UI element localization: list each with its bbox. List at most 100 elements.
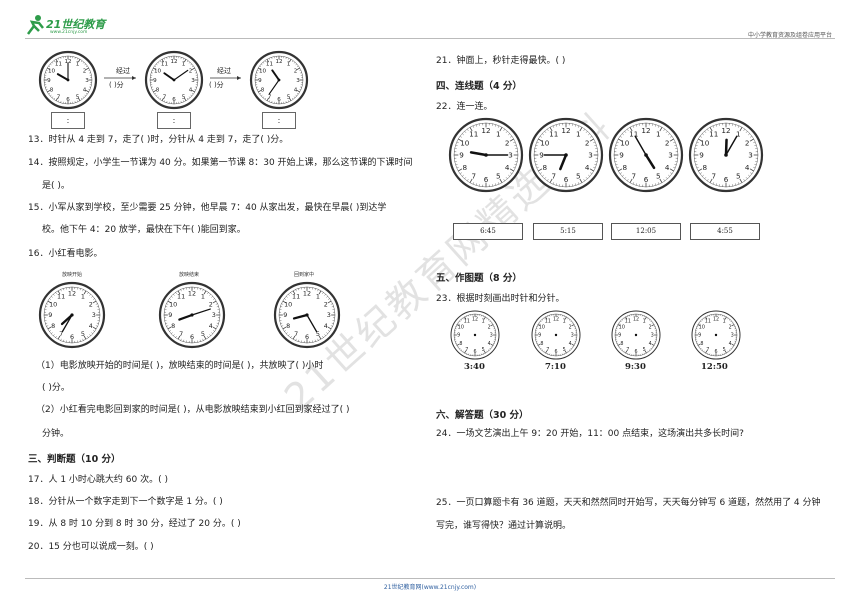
clock-tick <box>84 94 86 97</box>
q23-label-3: 9:30 <box>625 362 646 372</box>
clock-tick <box>165 306 168 308</box>
clock-tick <box>291 60 294 63</box>
clock-tick <box>271 101 273 103</box>
clock-tick <box>707 315 709 318</box>
clock-tick <box>261 63 263 66</box>
clock-tick <box>190 94 192 97</box>
clock-tick <box>651 322 654 324</box>
answer-box-2[interactable]: : <box>157 112 191 129</box>
q22-time-box-1[interactable]: 6:45 <box>453 223 523 240</box>
clock-tick <box>45 322 48 324</box>
clock-tick <box>617 324 621 327</box>
q17: 17．人 1 小时心跳大约 60 次。( ) <box>28 475 168 485</box>
clock-tick <box>286 332 288 334</box>
clock-numeral: 1 <box>643 319 646 325</box>
clock-tick <box>621 349 624 351</box>
clock-numeral: 4 <box>89 322 93 330</box>
q22: 22．连一连。 <box>436 102 493 112</box>
clock-numeral: 3 <box>748 151 753 160</box>
clock-tick <box>47 326 52 330</box>
clock-tick <box>653 326 656 328</box>
clock-tick <box>657 125 660 128</box>
answer-box-3[interactable]: : <box>262 112 296 129</box>
clock-tick <box>317 289 319 292</box>
clock-numeral: 1 <box>287 61 291 67</box>
clock-center <box>277 78 281 82</box>
clock-tick <box>698 168 703 172</box>
hour-hand <box>292 313 309 320</box>
clock-tick <box>207 335 209 338</box>
clock-tick <box>57 335 61 340</box>
clock-tick <box>288 334 290 336</box>
clock-tick <box>624 177 627 179</box>
clock-tick <box>169 330 172 332</box>
clock-tick <box>715 124 717 127</box>
answer-box-1[interactable]: : <box>51 112 85 129</box>
clock-tick <box>51 332 53 334</box>
clock-tick <box>299 88 302 90</box>
q22-time-box-2[interactable]: 5:15 <box>533 223 603 240</box>
q25b: 写完，谁写得快？通过计算说明。 <box>436 521 572 531</box>
clock-numeral: 3 <box>668 151 673 160</box>
clock-tick <box>194 88 197 90</box>
clock-tick <box>89 86 91 88</box>
q22-time-box-4[interactable]: 4:55 <box>690 223 760 240</box>
clock-tick <box>466 352 468 355</box>
clock-numeral: 1 <box>563 319 566 325</box>
clock-tick <box>295 94 297 97</box>
clock-tick <box>575 183 577 186</box>
clock-tick <box>745 177 748 179</box>
clock-numeral: 6 <box>70 333 74 341</box>
clock-tick <box>618 138 623 142</box>
clock-tick <box>564 316 567 320</box>
clock-tick <box>282 300 287 304</box>
clock-tick <box>487 349 490 351</box>
clock-numeral: 11 <box>177 292 185 300</box>
clock-tick <box>733 326 736 328</box>
hour-hand <box>271 69 280 81</box>
clock-numeral: 7 <box>706 347 709 353</box>
clock-tick <box>287 100 289 103</box>
clock-tick <box>80 97 83 100</box>
clock-tick <box>53 97 56 100</box>
clock-tick <box>322 335 324 338</box>
clock-tick <box>96 306 99 308</box>
clock-tick <box>619 172 622 174</box>
clock-tick <box>467 128 469 131</box>
clock-tick <box>209 334 211 336</box>
clock-tick <box>670 136 673 138</box>
clock-tick <box>570 320 572 323</box>
clock-tick <box>723 352 725 355</box>
clock-numeral: 8 <box>623 163 628 172</box>
clock-tick <box>460 319 463 321</box>
clock-tick <box>539 136 542 138</box>
clock-tick <box>165 322 168 324</box>
clock-tick <box>85 65 88 68</box>
clock-tick <box>284 330 287 332</box>
clock-tick <box>209 294 211 296</box>
clock-tick <box>330 303 333 305</box>
clock-tick <box>695 144 698 146</box>
q22-time-box-3[interactable]: 12:05 <box>611 223 681 240</box>
clock-tick <box>475 124 477 127</box>
clock-tick <box>295 338 297 341</box>
clock-tick <box>96 322 99 324</box>
clock-tick <box>651 324 655 327</box>
clock-tick <box>583 128 585 131</box>
clock-tick <box>288 294 290 296</box>
clock-tick <box>704 131 707 133</box>
clock-numeral: 10 <box>699 325 705 331</box>
clock-tick <box>750 172 753 174</box>
clock-tick <box>324 294 326 296</box>
clock-tick <box>737 182 740 185</box>
clock-center <box>644 153 648 157</box>
clock-tick <box>199 339 201 342</box>
clock-numeral: 11 <box>292 292 300 300</box>
q16-1a: （1）电影放映开始的时间是( )，放映结束的时间是( )，共放映了( )小时 <box>36 361 324 371</box>
clock-numeral: 8 <box>703 163 708 172</box>
clock-tick <box>456 324 460 327</box>
clock-tick <box>87 335 89 338</box>
clock-tick <box>459 172 462 174</box>
clock-tick <box>489 347 491 350</box>
